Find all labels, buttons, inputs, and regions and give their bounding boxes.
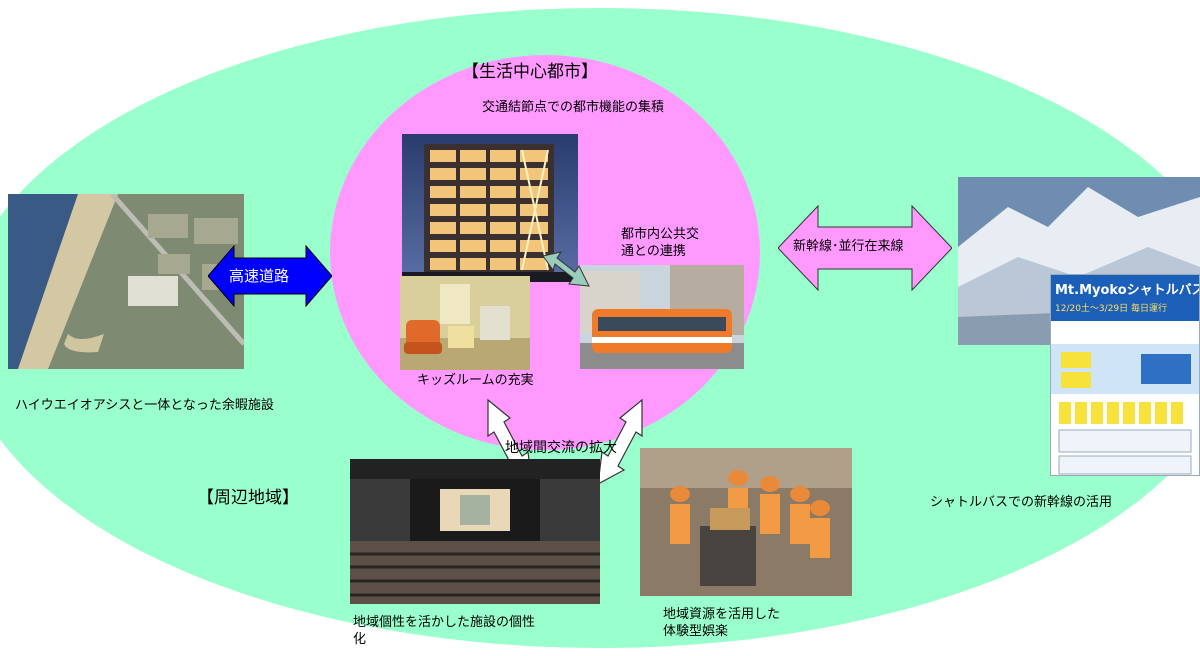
individuality-line1: 地域個性を活かした施設の個性 (353, 615, 536, 630)
public-transit-caption: 都市内公共交 通との連携 (621, 226, 699, 260)
shuttle-caption: シャトルバスでの新幹線の活用 (930, 495, 1113, 510)
highway-oasis-caption: ハイウエイオアシスと一体となった余暇施設 (15, 398, 274, 413)
regional-exchange-label: 地域間交流の拡大 (505, 440, 617, 456)
public-transit-line2: 通との連携 (621, 244, 686, 259)
shuttle-poster: Mt.Myokoシャトルバス 12/20土～3/29日 毎日運行 (1050, 274, 1200, 476)
poster-header (1051, 275, 1199, 321)
central-city-subtitle: 交通結節点での都市機能の集積 (482, 100, 665, 115)
shinkansen-arrow (778, 205, 952, 291)
surrounding-region-title: 【周辺地域】 (197, 488, 299, 508)
tram-photo (580, 265, 744, 369)
experience-line1: 地域資源を活用した (663, 607, 781, 622)
theater-photo (350, 459, 600, 604)
highway-aerial-photo (8, 194, 244, 369)
poster-dates: 12/20土～3/29日 毎日運行 (1055, 304, 1168, 314)
shinkansen-label: 新幹線･並行在来線 (793, 239, 904, 254)
kids-room-photo (400, 276, 530, 370)
poster-timetable (1051, 344, 1199, 475)
experience-line2: 体験型娯楽 (663, 624, 729, 639)
experience-caption: 地域資源を活用した 体験型娯楽 (663, 606, 780, 640)
poster-title: Mt.Myokoシャトルバス (1055, 283, 1200, 298)
individuality-caption: 地域個性を活かした施設の個性 化 (353, 614, 535, 648)
expressway-label: 高速道路 (229, 267, 290, 285)
individuality-line2: 化 (353, 632, 367, 647)
central-city-title: 【生活中心都市】 (462, 62, 598, 82)
public-transit-line1: 都市内公共交 (621, 227, 700, 242)
transit-link-arrow (542, 251, 590, 287)
expressway-arrow (208, 245, 332, 307)
kids-room-caption: キッズルームの充実 (417, 373, 534, 388)
children-experience-photo (640, 448, 852, 596)
